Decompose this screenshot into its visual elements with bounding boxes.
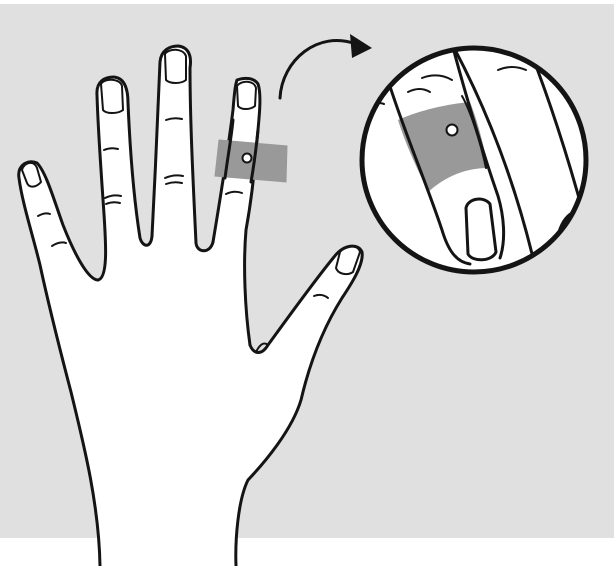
curved-arrow-shaft: [278, 39, 358, 100]
thumb-crease: [313, 293, 329, 299]
knuckle-crease: [165, 117, 183, 121]
thumb-outline: [234, 244, 364, 566]
zoom-crease: [407, 88, 431, 93]
zoom-strip-fold: [461, 95, 487, 169]
knuckle-crease: [103, 147, 119, 151]
knuckle-crease: [37, 212, 51, 217]
ring-finger-nail: [100, 78, 124, 114]
curved-arrow-icon: [278, 34, 372, 100]
zoom-fingernail: [464, 197, 498, 262]
index-finger-over-strip: [223, 118, 235, 180]
thumb-nail: [335, 245, 361, 276]
knuckle-crease: [225, 190, 243, 195]
curved-arrow-head: [350, 34, 372, 58]
knuckle-crease: [105, 201, 121, 205]
knuckle-crease: [104, 194, 122, 199]
zoom-circle-border: [359, 45, 589, 275]
zoom-detail-content: [362, 48, 586, 266]
hand-silhouette: [18, 46, 363, 566]
zoom-crease: [421, 74, 453, 81]
index-finger-nail: [236, 80, 257, 110]
zoom-hole-marker-icon: [445, 123, 459, 137]
middle-finger-nail: [164, 48, 187, 84]
middle-finger-outline: [150, 44, 215, 253]
ring-finger-outline: [95, 75, 154, 282]
zoom-middle-finger-left: [450, 48, 536, 264]
knuckle-crease: [165, 181, 183, 185]
zoom-index-finger-right: [450, 48, 506, 260]
palm-line: [255, 342, 269, 353]
zoom-index-finger-left: [386, 78, 472, 266]
hand-left-edge: [17, 160, 102, 566]
hand: [17, 44, 364, 566]
knuckle-crease: [164, 174, 184, 179]
index-finger-over-strip: [249, 128, 260, 184]
zoom-crease: [497, 66, 527, 71]
knuckle-crease: [51, 241, 67, 247]
zoom-detail-circle: [359, 45, 589, 275]
little-finger-nail: [21, 162, 42, 188]
hole-marker-icon: [241, 152, 253, 164]
